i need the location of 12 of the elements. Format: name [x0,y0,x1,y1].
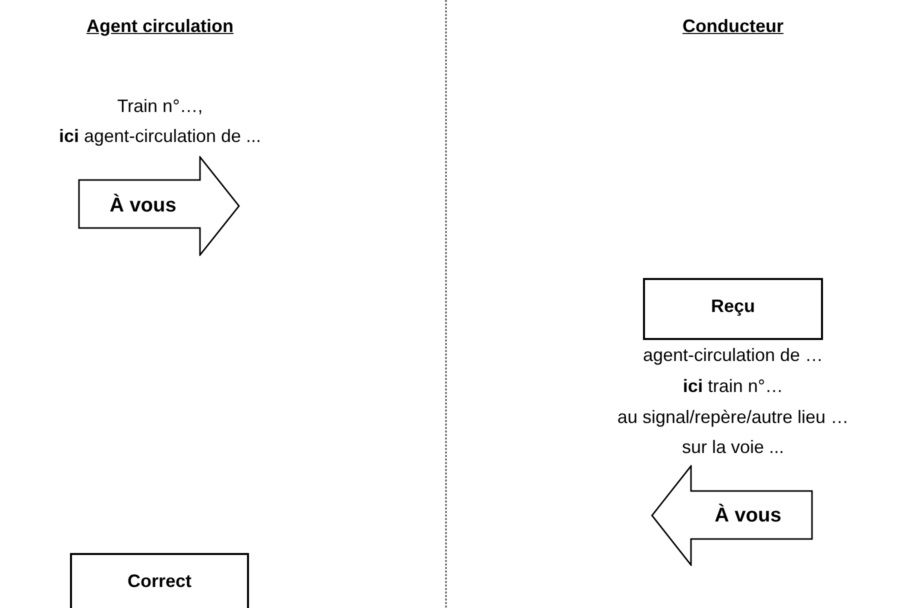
message-text: au signal/repère/autre lieu … [617,407,849,428]
message-text: ici agent-circulation de ... [58,126,262,147]
column-heading: Conducteur [682,16,784,37]
message-box: Reçu [643,278,823,340]
message-text: Train n°…, [117,96,203,117]
message-text: agent-circulation de … [642,345,824,366]
message-box: Correct [70,553,249,608]
message-text: ici train n°… [682,376,784,397]
message-text: sur la voie ... [682,437,784,458]
arrow-label: À vous [110,194,176,218]
arrow-label: À vous [714,504,782,527]
column-heading: Agent circulation [86,16,234,37]
